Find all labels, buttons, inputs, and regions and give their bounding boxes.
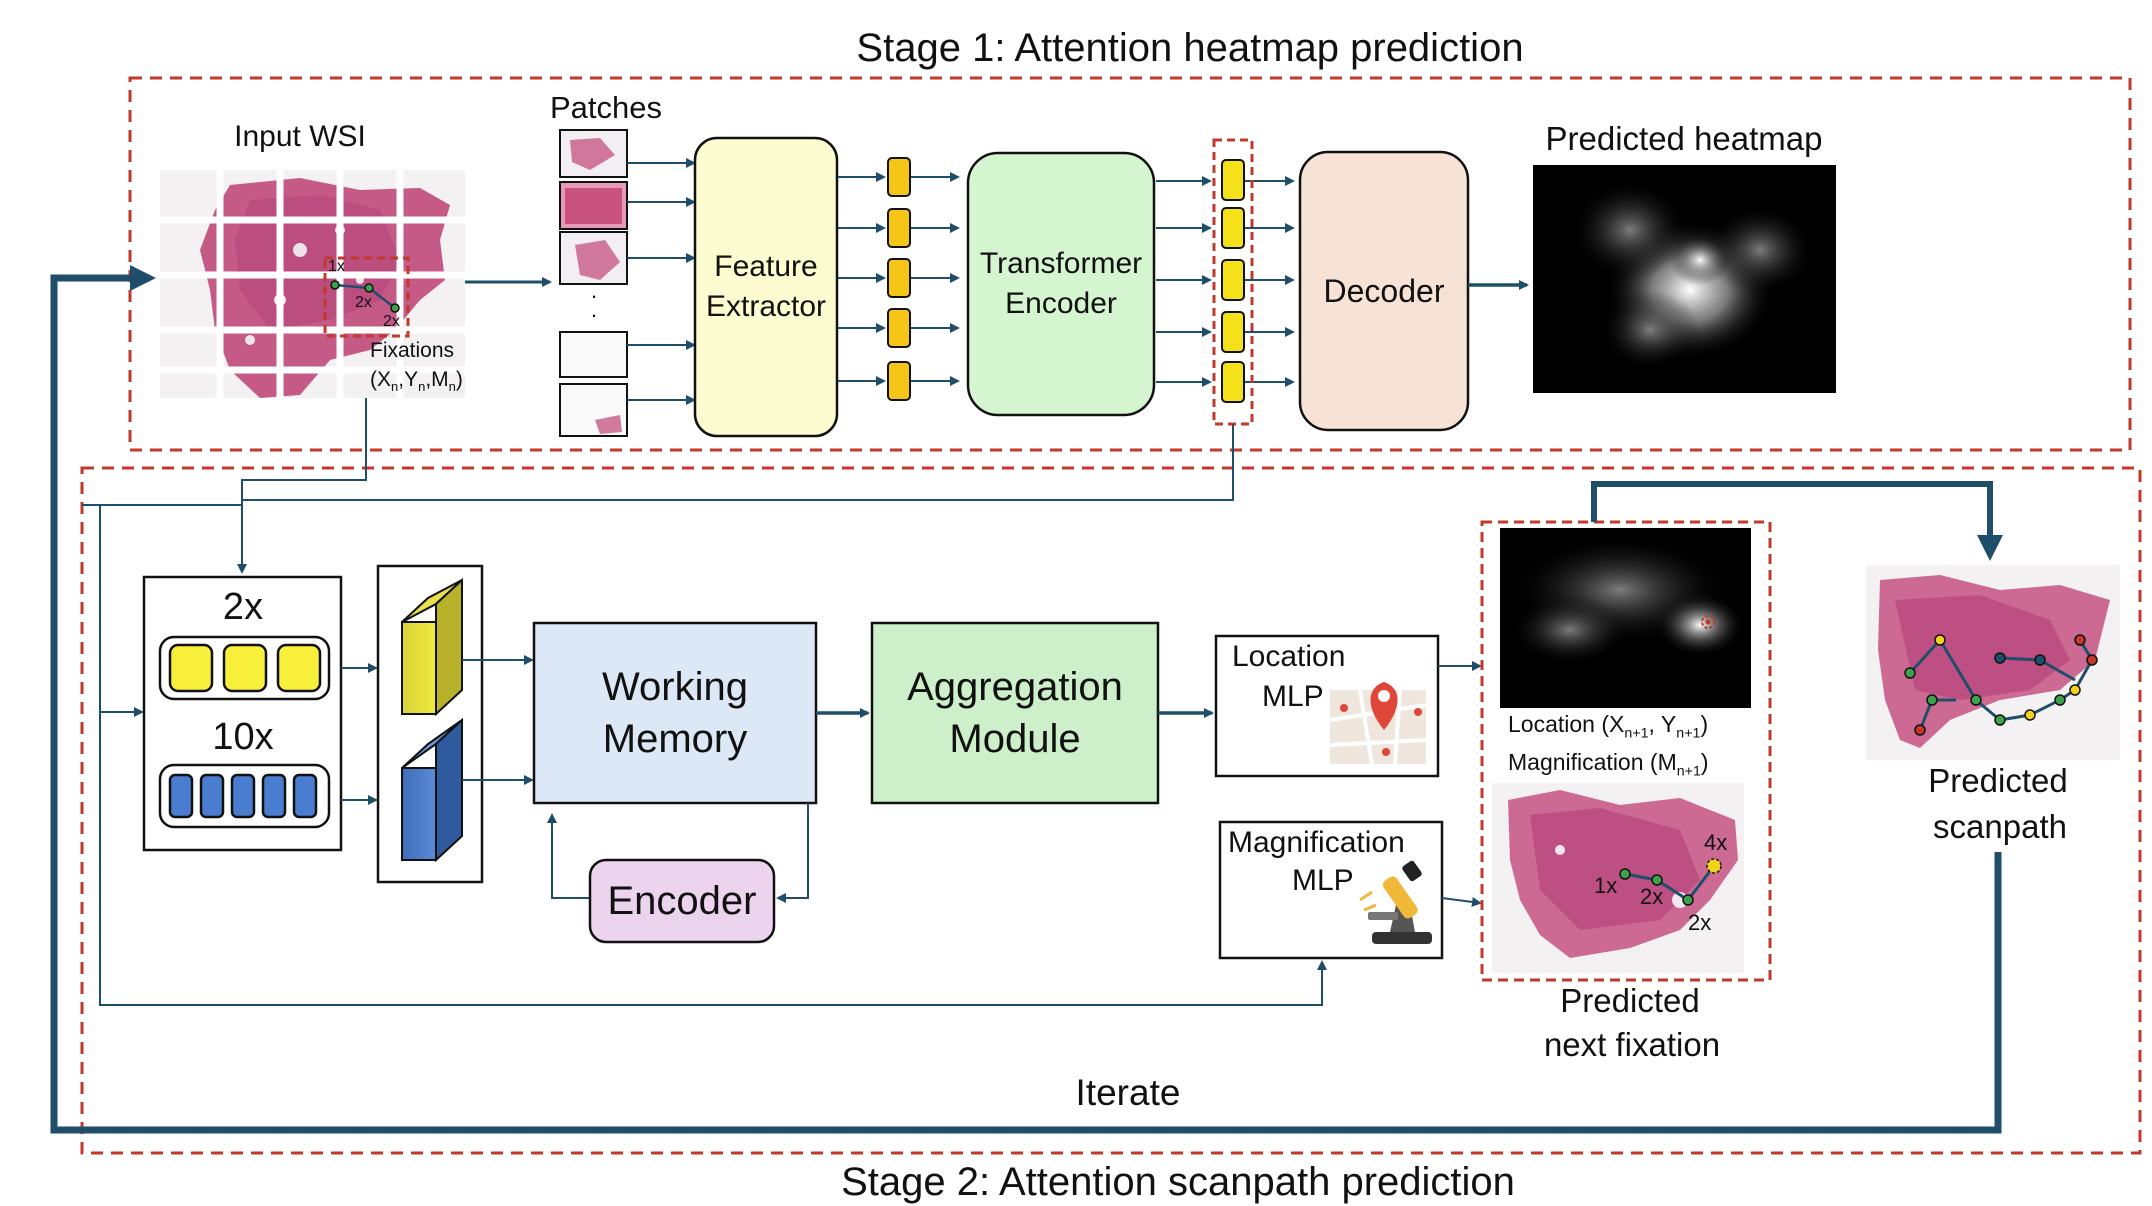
transformer-encoder-line1: Transformer xyxy=(979,247,1143,280)
microscope-icon xyxy=(1359,860,1432,944)
predicted-heatmap-image xyxy=(1533,165,1836,393)
working-memory-line1: Working xyxy=(602,665,748,709)
working-memory-text: Working Memory xyxy=(534,623,816,803)
predicted-heatmap-label: Predicted heatmap xyxy=(1545,120,1823,157)
predicted-next-fixation-frame xyxy=(1480,520,1772,982)
location-mlp-line2: MLP xyxy=(1262,680,1324,713)
working-memory-box xyxy=(532,621,818,805)
encoder-text: Encoder xyxy=(607,878,757,923)
transformer-encoder-text: Transformer Encoder xyxy=(968,153,1154,415)
stage1-frame xyxy=(128,76,2132,452)
next-fixation-4x-label: 4x xyxy=(1704,830,1728,855)
svg-text:·: · xyxy=(590,302,597,327)
yellow-projection-block xyxy=(401,577,463,717)
stage1-title: Stage 1: Attention heatmap prediction xyxy=(856,26,1524,70)
patches-label: Patches xyxy=(549,90,663,125)
magnification-mlp-line1: Magnification xyxy=(1228,826,1405,859)
patch-tissue xyxy=(565,138,622,434)
next-location-heatmap xyxy=(1500,528,1751,708)
fixation-2x-b-label: 2x xyxy=(383,313,400,330)
stage2-title: Stage 2: Attention scanpath prediction xyxy=(841,1160,1515,1204)
transformer-encoder-line2: Encoder xyxy=(1005,287,1117,320)
iterate-label: Iterate xyxy=(1075,1072,1181,1113)
feature-extractor-line2: Extractor xyxy=(705,290,827,323)
fixations-coords-label: (Xn,Yn,Mn) xyxy=(370,368,463,395)
feature-tokens xyxy=(887,157,911,401)
aggregation-module-box xyxy=(870,621,1160,805)
encoder-box xyxy=(588,858,776,944)
magnification-10x-label: 10x xyxy=(212,716,274,758)
decoder-text: Decoder xyxy=(1323,272,1445,309)
encoder-tokens xyxy=(1221,159,1245,403)
next-fixation-1x-label: 1x xyxy=(1594,873,1618,898)
fixation-2x-a-label: 2x xyxy=(355,294,372,311)
location-mlp-line1: Location xyxy=(1232,640,1346,673)
predicted-next-fixation-line2: next fixation xyxy=(1543,1026,1721,1063)
scanpath-feedback-arrow xyxy=(1591,481,2003,561)
input-wsi-image xyxy=(160,170,465,398)
next-fixation-2x-b-label: 2x xyxy=(1688,910,1712,935)
fixations-label: Fixations xyxy=(370,339,455,362)
predicted-scanpath-wsi xyxy=(1866,565,2120,760)
input-wsi-label: Input WSI xyxy=(234,120,366,153)
map-pin-icon xyxy=(1329,682,1427,765)
magnification-output-label: Magnification (Mn+1) xyxy=(1508,749,1709,780)
blue-projection-block xyxy=(401,717,463,863)
aggregation-module-text: Aggregation Module xyxy=(872,623,1158,803)
feature-extractor-box xyxy=(693,136,839,438)
predicted-next-fixation-line1: Predicted xyxy=(1560,982,1700,1019)
stage2-frame xyxy=(80,466,2142,1155)
next-fixation-wsi xyxy=(1492,783,1744,973)
transformer-encoder-box xyxy=(966,151,1156,417)
feature-extractor-line1: Feature xyxy=(714,250,818,283)
location-output-label: Location (Xn+1, Yn+1) xyxy=(1508,711,1709,742)
magnification-mlp-line2: MLP xyxy=(1292,864,1354,897)
predicted-scanpath-line1: Predicted xyxy=(1928,762,2068,799)
predicted-scanpath-line2: scanpath xyxy=(1933,808,2067,845)
iterate-loop-arrow xyxy=(50,265,2002,1134)
fixation-1x-label: 1x xyxy=(328,258,345,275)
svg-text:·: · xyxy=(590,283,597,308)
feature-extractor-text: Feature Extractor xyxy=(695,138,837,436)
aggregation-module-line2: Module xyxy=(949,717,1081,761)
magnification-2x-label: 2x xyxy=(222,586,264,628)
working-memory-line2: Memory xyxy=(602,717,748,761)
next-fixation-2x-a-label: 2x xyxy=(1640,884,1664,909)
decoder-box xyxy=(1298,150,1470,432)
aggregation-module-line1: Aggregation xyxy=(907,665,1123,709)
